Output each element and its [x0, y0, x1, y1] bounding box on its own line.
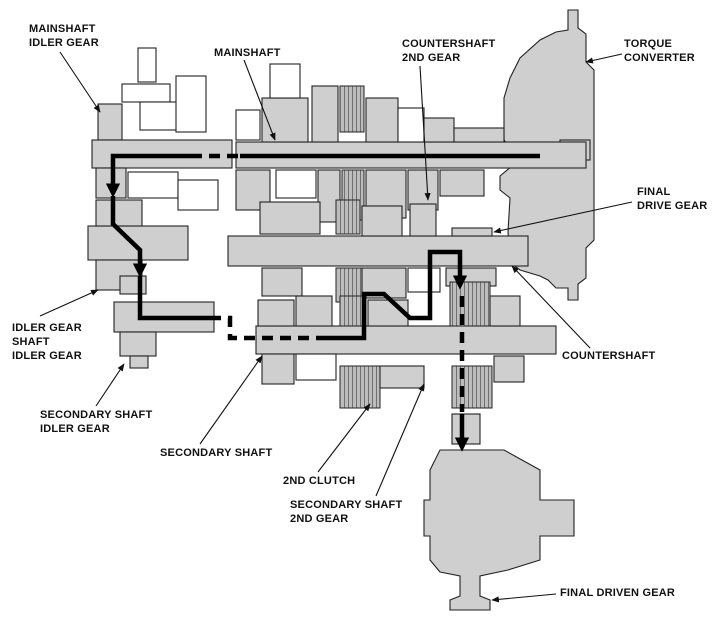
svg-text:2ND GEAR: 2ND GEAR: [290, 513, 348, 525]
svg-text:COUNTERSHAFT: COUNTERSHAFT: [402, 38, 496, 50]
svg-text:MAINSHAFT: MAINSHAFT: [29, 23, 96, 35]
label-countershaft-2nd-gear: COUNTERSHAFT 2ND GEAR: [402, 38, 496, 201]
svg-text:IDLER GEAR: IDLER GEAR: [12, 322, 82, 334]
svg-text:SECONDARY SHAFT: SECONDARY SHAFT: [160, 447, 272, 459]
svg-text:FINAL: FINAL: [637, 186, 670, 198]
svg-text:CONVERTER: CONVERTER: [624, 52, 695, 64]
svg-text:IDLER GEAR: IDLER GEAR: [12, 350, 82, 362]
svg-text:2ND GEAR: 2ND GEAR: [402, 52, 460, 64]
svg-text:SHAFT: SHAFT: [12, 336, 50, 348]
svg-text:SECONDARY SHAFT: SECONDARY SHAFT: [40, 409, 152, 421]
svg-text:FINAL DRIVEN GEAR: FINAL DRIVEN GEAR: [560, 587, 675, 599]
label-secondary-shaft-2nd-gear: SECONDARY SHAFT 2ND GEAR: [290, 383, 425, 525]
svg-text:SECONDARY SHAFT: SECONDARY SHAFT: [290, 499, 402, 511]
final-driven-gear: [423, 413, 575, 611]
label-secondary-shaft: SECONDARY SHAFT: [160, 355, 272, 459]
svg-text:DRIVE GEAR: DRIVE GEAR: [637, 200, 707, 212]
secondary-shaft-idler-gear: [113, 301, 215, 369]
svg-text:IDLER GEAR: IDLER GEAR: [40, 423, 110, 435]
label-idler-gear-shaft-idler-gear: IDLER GEAR SHAFT IDLER GEAR: [12, 289, 99, 362]
label-2nd-clutch: 2ND CLUTCH: [283, 403, 371, 487]
svg-text:TORQUE: TORQUE: [624, 38, 672, 50]
svg-text:COUNTERSHAFT: COUNTERSHAFT: [562, 350, 656, 362]
label-mainshaft: MAINSHAFT: [214, 47, 281, 141]
svg-text:2ND CLUTCH: 2ND CLUTCH: [283, 475, 355, 487]
label-secondary-shaft-idler-gear: SECONDARY SHAFT IDLER GEAR: [40, 363, 152, 435]
label-torque-converter: TORQUE CONVERTER: [585, 38, 695, 64]
svg-text:MAINSHAFT: MAINSHAFT: [214, 47, 281, 59]
power-flow-path: [105, 153, 540, 452]
label-final-driven-gear: FINAL DRIVEN GEAR: [491, 587, 675, 603]
label-countershaft: COUNTERSHAFT: [511, 265, 656, 362]
svg-text:IDLER GEAR: IDLER GEAR: [29, 37, 99, 49]
label-final-drive-gear: FINAL DRIVE GEAR: [493, 186, 707, 234]
label-mainshaft-idler-gear: MAINSHAFT IDLER GEAR: [29, 23, 101, 113]
secondary-shaft: [255, 281, 557, 409]
